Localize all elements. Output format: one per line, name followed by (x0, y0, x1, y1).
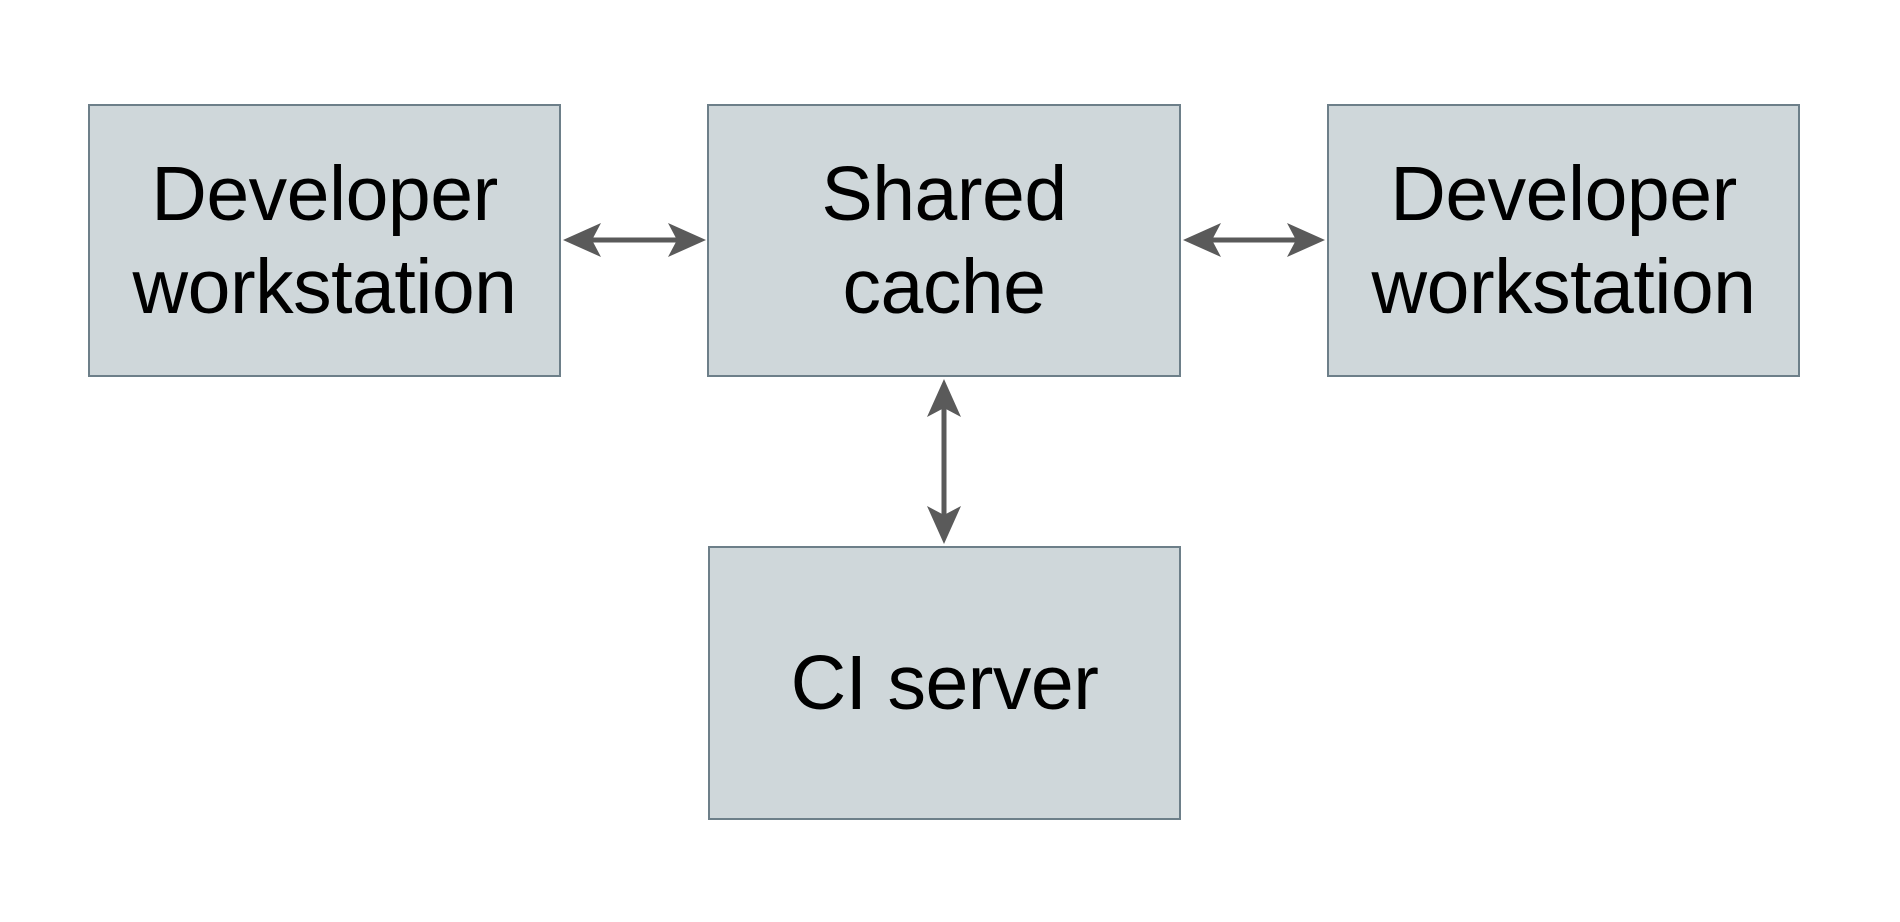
node-label-developer-workstation-right: Developer workstation (1371, 151, 1756, 330)
node-label-shared-cache: Shared cache (821, 151, 1067, 330)
node-developer-workstation-right: Developer workstation (1327, 104, 1800, 377)
node-developer-workstation-left: Developer workstation (88, 104, 561, 377)
arrow-developer-workstation-left-to-shared-cache (563, 223, 706, 257)
arrowhead-start-icon (563, 223, 601, 257)
arrowhead-end-icon (927, 506, 961, 544)
node-label-developer-workstation-left: Developer workstation (132, 151, 517, 330)
arrow-shared-cache-to-ci-server (927, 379, 961, 544)
node-label-ci-server: CI server (790, 639, 1099, 726)
arrowhead-end-icon (1287, 223, 1325, 257)
node-ci-server: CI server (708, 546, 1181, 820)
node-shared-cache: Shared cache (707, 104, 1181, 377)
arrowhead-start-icon (1183, 223, 1221, 257)
arrow-shared-cache-to-developer-workstation-right (1183, 223, 1325, 257)
arrowhead-end-icon (668, 223, 706, 257)
arrowhead-start-icon (927, 379, 961, 417)
